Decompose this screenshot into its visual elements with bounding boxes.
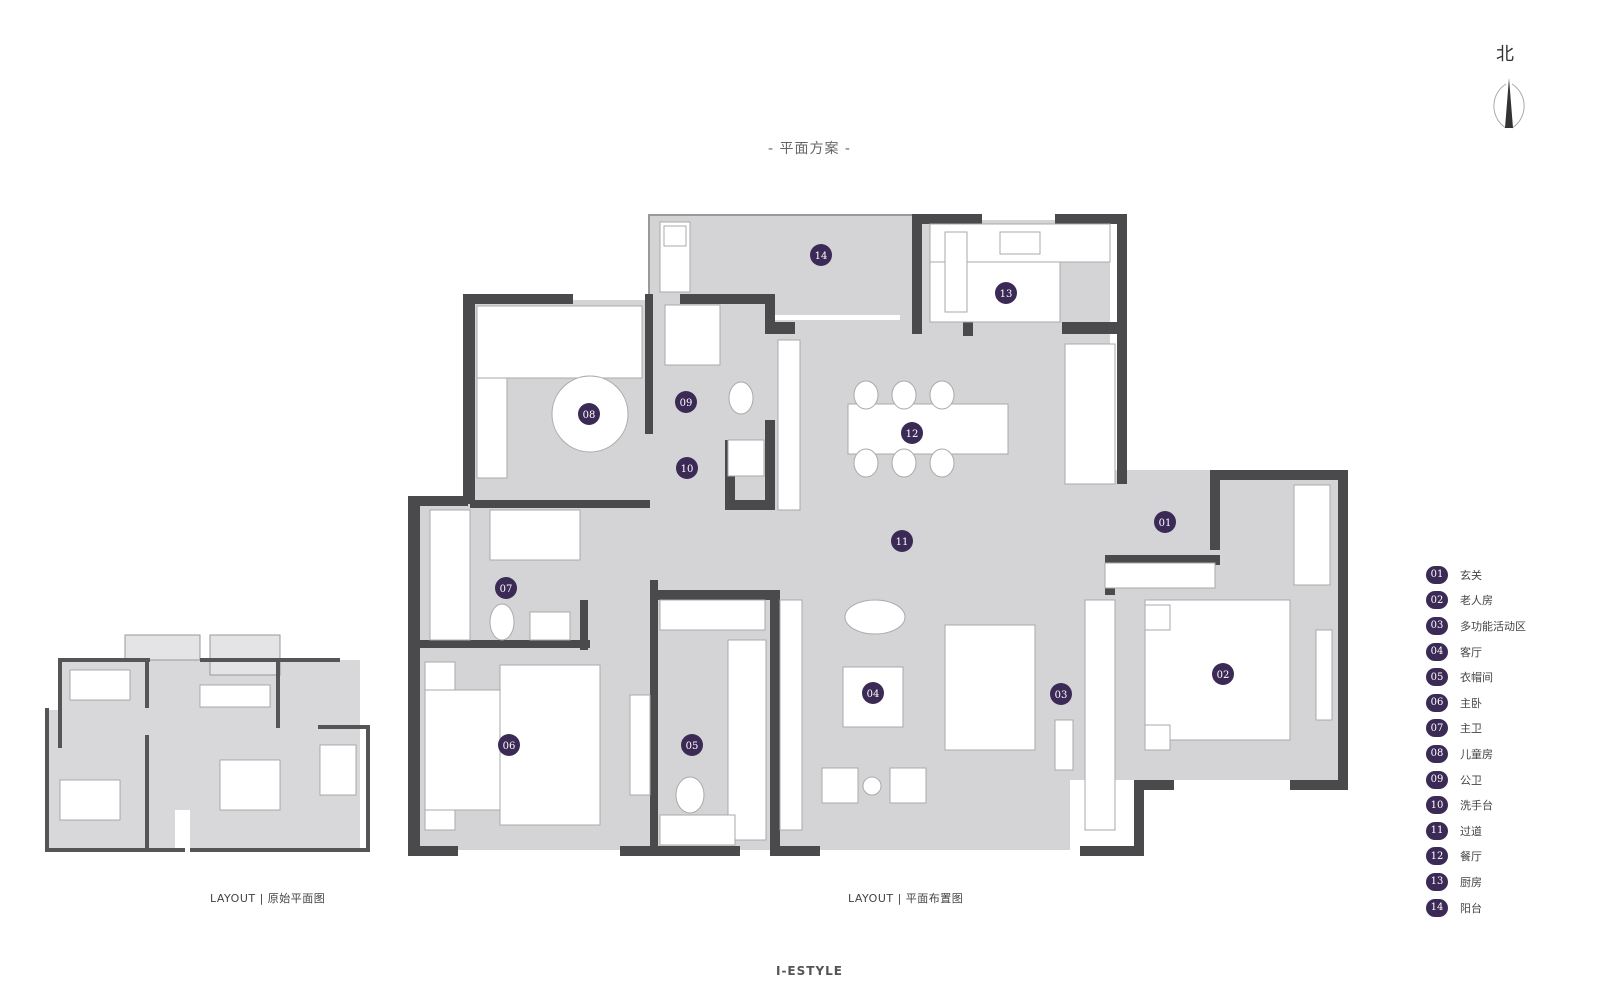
legend-num: 14	[1426, 898, 1448, 917]
caption-layout-plan: LAYOUT | 平面布置图	[848, 892, 964, 905]
legend-item-11: 11 过道	[1426, 818, 1586, 844]
legend-item-08: 08 儿童房	[1426, 741, 1586, 767]
marker-05: 05	[686, 741, 699, 752]
legend-item-07: 07 主卫	[1426, 716, 1586, 742]
legend-label: 过道	[1460, 824, 1482, 838]
legend-num: 09	[1426, 770, 1448, 789]
legend-item-12: 12 餐厅	[1426, 844, 1586, 870]
legend-label: 衣帽间	[1460, 671, 1493, 685]
legend-num: 11	[1426, 821, 1448, 840]
legend-label: 主卧	[1460, 696, 1482, 710]
legend-num: 02	[1426, 591, 1448, 610]
legend-label: 厨房	[1460, 875, 1482, 889]
legend-item-13: 13 厨房	[1426, 869, 1586, 895]
marker-13: 13	[1000, 289, 1013, 300]
legend-label: 餐厅	[1460, 850, 1482, 864]
legend-label: 客厅	[1460, 645, 1482, 659]
legend-item-06: 06 主卧	[1426, 690, 1586, 716]
legend-item-05: 05 衣帽间	[1426, 664, 1586, 690]
room-markers: 01 02 03 04 05 06 07 08 09 10 11 12 13 1…	[495, 244, 1234, 756]
marker-06: 06	[503, 741, 516, 752]
legend-num: 07	[1426, 719, 1448, 738]
legend-label: 主卫	[1460, 722, 1482, 736]
legend-label: 玄关	[1460, 568, 1482, 582]
north-indicator: 北	[1488, 40, 1548, 140]
marker-01: 01	[1159, 518, 1172, 529]
brand-logo: I-ESTYLE	[775, 964, 843, 978]
original-plan-thumbnail	[45, 634, 370, 852]
marker-07: 07	[500, 584, 513, 595]
marker-04: 04	[867, 689, 880, 700]
marker-09: 09	[680, 398, 693, 409]
legend-num: 01	[1426, 565, 1448, 584]
legend-label: 洗手台	[1460, 799, 1493, 813]
marker-02: 02	[1217, 670, 1230, 681]
legend-num: 13	[1426, 872, 1448, 891]
walls	[408, 214, 1348, 856]
legend-item-02: 02 老人房	[1426, 588, 1586, 614]
marker-11: 11	[896, 537, 909, 548]
legend-item-14: 14 阳台	[1426, 895, 1586, 921]
legend-label: 儿童房	[1460, 747, 1493, 761]
legend-label: 多功能活动区	[1460, 619, 1526, 633]
marker-10: 10	[681, 464, 694, 475]
legend-item-09: 09 公卫	[1426, 767, 1586, 793]
legend-label: 阳台	[1460, 901, 1482, 915]
marker-14: 14	[815, 251, 828, 262]
plan-title: - 平面方案 -	[767, 141, 851, 157]
legend-num: 10	[1426, 796, 1448, 815]
compass-icon	[1493, 78, 1525, 129]
legend-num: 04	[1426, 642, 1448, 661]
legend: 01 玄关 02 老人房 03 多功能活动区 04 客厅 05 衣帽间 06 主卧 07 主卫…	[1426, 562, 1586, 920]
north-label: 北	[1496, 44, 1514, 65]
legend-item-04: 04 客厅	[1426, 639, 1586, 665]
legend-label: 公卫	[1460, 773, 1482, 787]
legend-num: 03	[1426, 616, 1448, 635]
legend-item-03: 03 多功能活动区	[1426, 613, 1586, 639]
legend-item-10: 10 洗手台	[1426, 792, 1586, 818]
legend-num: 06	[1426, 693, 1448, 712]
legend-label: 老人房	[1460, 594, 1493, 608]
legend-num: 05	[1426, 668, 1448, 687]
furniture	[424, 221, 1333, 846]
legend-item-01: 01 玄关	[1426, 562, 1586, 588]
legend-num: 12	[1426, 847, 1448, 866]
marker-12: 12	[906, 429, 919, 440]
marker-08: 08	[583, 410, 596, 421]
caption-original-plan: LAYOUT | 原始平面图	[210, 892, 326, 905]
marker-03: 03	[1055, 690, 1068, 701]
legend-num: 08	[1426, 744, 1448, 763]
